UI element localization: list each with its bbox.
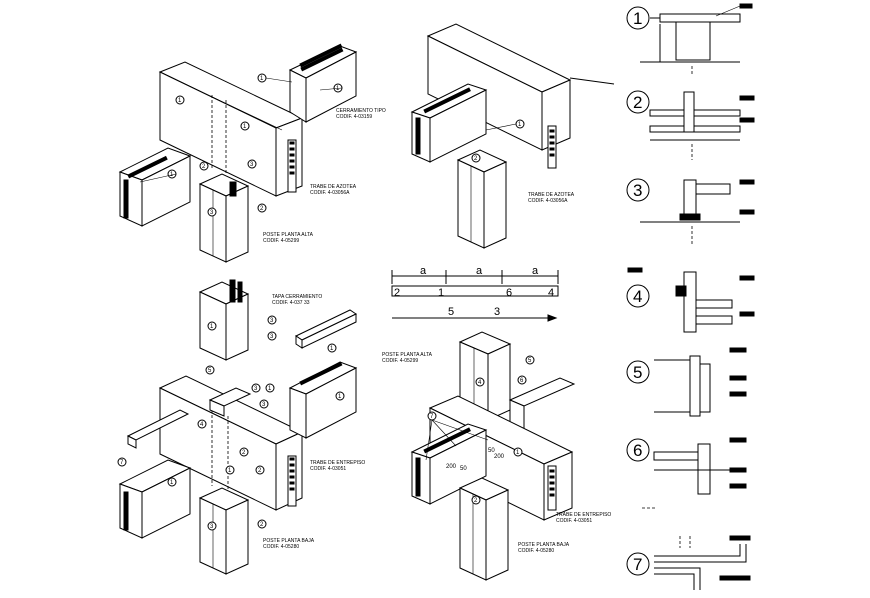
- svg-text:2: 2: [242, 450, 246, 456]
- dim-50-a: 50: [460, 466, 467, 472]
- svg-text:2: 2: [202, 164, 206, 170]
- detail-1: 1: [626, 3, 753, 76]
- label-poste-planta-alta-2: POSTE PLANTA ALTA: [382, 352, 433, 358]
- label-poste-planta-baja-2: POSTE PLANTA BAJA: [518, 542, 570, 548]
- label-codif-poste-baja-2: CODIF. 4-05280: [518, 548, 554, 554]
- detail-6: 6: [626, 437, 747, 509]
- svg-text:3: 3: [262, 402, 266, 408]
- svg-text:a: a: [532, 265, 539, 277]
- svg-text:7: 7: [120, 460, 124, 466]
- details-column: 1 2 3: [626, 3, 755, 590]
- svg-text:a: a: [420, 265, 427, 277]
- label-cerramiento-tipo: CERRAMIENTO TIPO: [336, 108, 386, 114]
- svg-text:2: 2: [394, 287, 400, 299]
- detail-2: 2: [626, 90, 755, 160]
- svg-text:1: 1: [633, 9, 642, 28]
- label-poste-planta-alta-1: POSTE PLANTA ALTA: [263, 232, 314, 238]
- assembly-bottom-center: 5 4 6 7 1 2 200 200 50 50: [410, 331, 576, 581]
- svg-text:7: 7: [633, 555, 642, 574]
- label-codif-trabe-azotea-2: CODIF. 4-03056A: [528, 198, 568, 204]
- svg-text:a: a: [476, 265, 483, 277]
- svg-text:3: 3: [270, 334, 274, 340]
- label-codif-tapa: CODIF. 4-037 33: [272, 300, 310, 306]
- svg-text:2: 2: [258, 468, 262, 474]
- dimension-diagram: a a a 2 1 6 4 5 3: [391, 265, 559, 322]
- assembly-bottom-left: 5 3 3 1 1 4 2 1 7 1 3 2 2: [117, 361, 358, 575]
- label-codif-poste-alta-1: CODIF. 4-05299: [263, 238, 299, 244]
- svg-text:3: 3: [633, 181, 642, 200]
- label-codif-cerramiento: CODIF. 4-03159: [336, 114, 372, 120]
- svg-text:2: 2: [260, 522, 264, 528]
- label-tapa-cerramiento: TAPA CERRAMIENTO: [272, 294, 322, 300]
- dim-50-b: 50: [488, 448, 495, 454]
- svg-text:1: 1: [518, 122, 522, 128]
- svg-text:3: 3: [254, 386, 258, 392]
- svg-text:1: 1: [228, 468, 232, 474]
- dim-200-b: 200: [494, 454, 505, 460]
- svg-text:6: 6: [633, 441, 642, 460]
- label-poste-planta-baja-1: POSTE PLANTA BAJA: [263, 538, 315, 544]
- svg-text:3: 3: [210, 210, 214, 216]
- svg-text:1: 1: [438, 287, 444, 299]
- svg-text:1: 1: [330, 346, 334, 352]
- svg-text:1: 1: [243, 124, 247, 130]
- svg-text:6: 6: [520, 378, 524, 384]
- svg-text:6: 6: [506, 287, 512, 299]
- svg-text:5: 5: [208, 368, 212, 374]
- svg-text:5: 5: [633, 363, 642, 382]
- svg-text:4: 4: [548, 287, 554, 299]
- label-trabe-azotea-1: TRABE DE AZOTEA: [310, 184, 357, 190]
- svg-text:2: 2: [633, 93, 642, 112]
- label-codif-poste-alta-2: CODIF. 4-05299: [382, 358, 418, 364]
- svg-text:4: 4: [478, 380, 482, 386]
- svg-text:2: 2: [474, 156, 478, 162]
- assembly-top-center: 1 2: [410, 23, 615, 249]
- dim-200-a: 200: [446, 464, 457, 470]
- svg-text:3: 3: [270, 318, 274, 324]
- svg-text:4: 4: [200, 422, 204, 428]
- detail-3: 3: [626, 178, 755, 244]
- label-trabe-azotea-2: TRABE DE AZOTEA: [528, 192, 575, 198]
- detail-7: 7: [626, 535, 751, 590]
- svg-text:4: 4: [633, 287, 642, 306]
- svg-text:1: 1: [210, 324, 214, 330]
- label-codif-trabe-entrepiso-1: CODIF. 4-03051: [310, 466, 346, 472]
- svg-text:1: 1: [260, 76, 264, 82]
- svg-text:1: 1: [336, 86, 340, 92]
- svg-text:3: 3: [250, 162, 254, 168]
- svg-text:1: 1: [170, 480, 174, 486]
- svg-text:2: 2: [260, 206, 264, 212]
- svg-text:1: 1: [178, 98, 182, 104]
- assembly-middle-left-parts: 1 3 3 1: [198, 279, 358, 361]
- detail-4: 4: [626, 267, 755, 333]
- assembly-top-left: 1 1 1 1 1 2 3 3 2: [118, 43, 358, 263]
- label-trabe-entrepiso-1: TRABE DE ENTREPISO: [310, 460, 365, 466]
- svg-text:2: 2: [474, 498, 478, 504]
- label-codif-trabe-entrepiso-2: CODIF. 4-03051: [556, 518, 592, 524]
- svg-text:5: 5: [528, 358, 532, 364]
- svg-text:5: 5: [448, 306, 454, 318]
- svg-text:7: 7: [430, 414, 434, 420]
- label-trabe-entrepiso-2: TRABE DE ENTREPISO: [556, 512, 611, 518]
- svg-text:3: 3: [210, 524, 214, 530]
- svg-text:1: 1: [338, 394, 342, 400]
- label-codif-poste-baja-1: CODIF. 4-05280: [263, 544, 299, 550]
- label-codif-trabe-azotea-1: CODIF. 4-03056A: [310, 190, 350, 196]
- svg-text:3: 3: [494, 306, 500, 318]
- svg-text:1: 1: [268, 386, 272, 392]
- detail-5: 5: [626, 347, 747, 417]
- svg-text:1: 1: [516, 450, 520, 456]
